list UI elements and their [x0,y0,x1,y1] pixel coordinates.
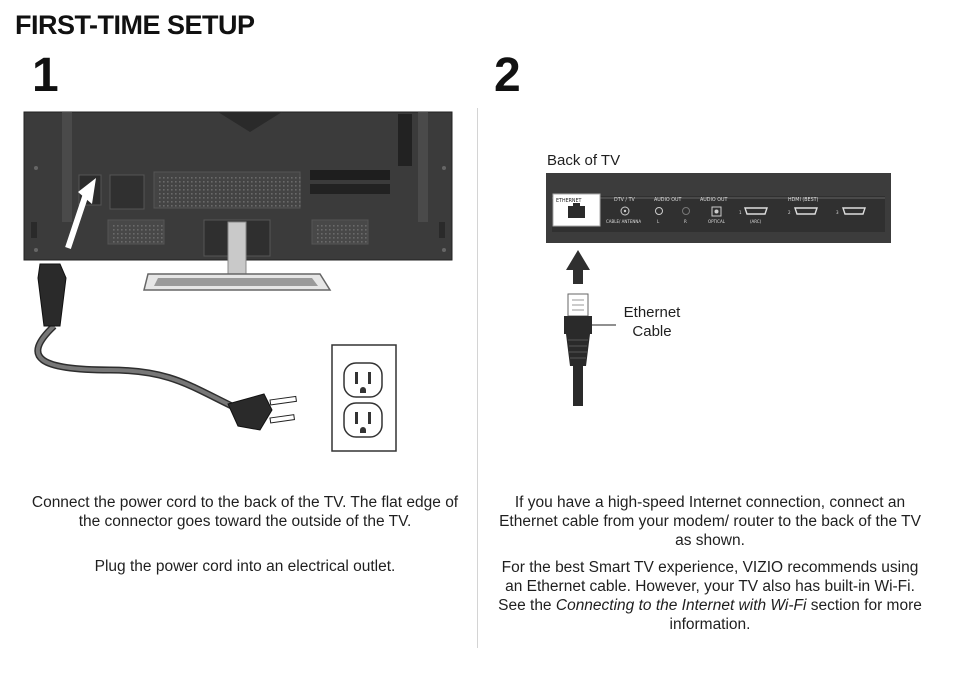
step-1-number: 1 [32,49,59,102]
port-optical-label: OPTICAL [708,219,726,224]
port-hdmi-3-label: 3 [836,210,839,215]
step-2-paragraph-2-part-2: section for more information. [669,597,922,633]
ethernet-illustration: ETHERNET DTV / TV CABLE/ ANTENNA AUDIO O… [546,173,891,406]
insert-arrow [65,178,96,249]
ethernet-cable-label: Ethernet Cable [614,303,690,341]
step-2-number: 2 [494,49,521,102]
port-audio-r-label: R [684,219,687,224]
step-2-paragraph-1: If you have a high-speed Internet connec… [499,494,921,549]
step-1-paragraph-1: Connect the power cord to the back of th… [31,494,459,530]
port-audio-out-optical-label: AUDIO OUT [700,197,727,203]
ethernet-label-line-2: Cable [632,323,672,340]
ethernet-label-line-1: Ethernet [623,304,681,321]
port-hdmi-2-label: 2 [788,210,791,215]
port-dtv-sub-label: CABLE/ ANTENNA [606,219,641,224]
tv-power-illustration [23,111,453,452]
tv-stand [143,221,332,291]
back-of-tv-label: Back of TV [547,152,621,169]
power-cord [34,263,238,412]
tv-port-panel [546,173,891,243]
wifi-section-reference: Connecting to the Internet with Wi-Fi [555,597,807,614]
port-ethernet-label: ETHERNET [556,198,582,204]
port-hdmi-1-label: 1 [739,210,742,215]
page-title: FIRST-TIME SETUP [15,10,255,40]
tv-port-connectors [620,206,866,217]
ethernet-cable [564,293,616,406]
column-divider [477,108,478,648]
electrical-outlet [331,344,397,452]
step-2-paragraph-2-part-1: For the best Smart TV experience, VIZIO … [498,559,919,614]
step-2-paragraph-2: For the best Smart TV experience, VIZIO … [498,558,922,634]
up-arrow [566,250,590,284]
port-audio-out-label: AUDIO OUT [654,197,681,203]
step-1-text: Connect the power cord to the back of th… [30,493,460,576]
vent-dots [113,177,367,243]
port-audio-l-label: L [657,219,660,224]
power-plug [227,393,298,431]
port-arc-label: (ARC) [750,219,762,224]
port-hdmi-label: HDMI (BEST) [788,197,819,203]
port-labels: ETHERNET DTV / TV CABLE/ ANTENNA AUDIO O… [556,197,839,224]
step-1-paragraph-2: Plug the power cord into an electrical o… [94,558,396,575]
port-dtv-label: DTV / TV [614,197,636,203]
step-2-text: If you have a high-speed Internet connec… [498,493,922,634]
